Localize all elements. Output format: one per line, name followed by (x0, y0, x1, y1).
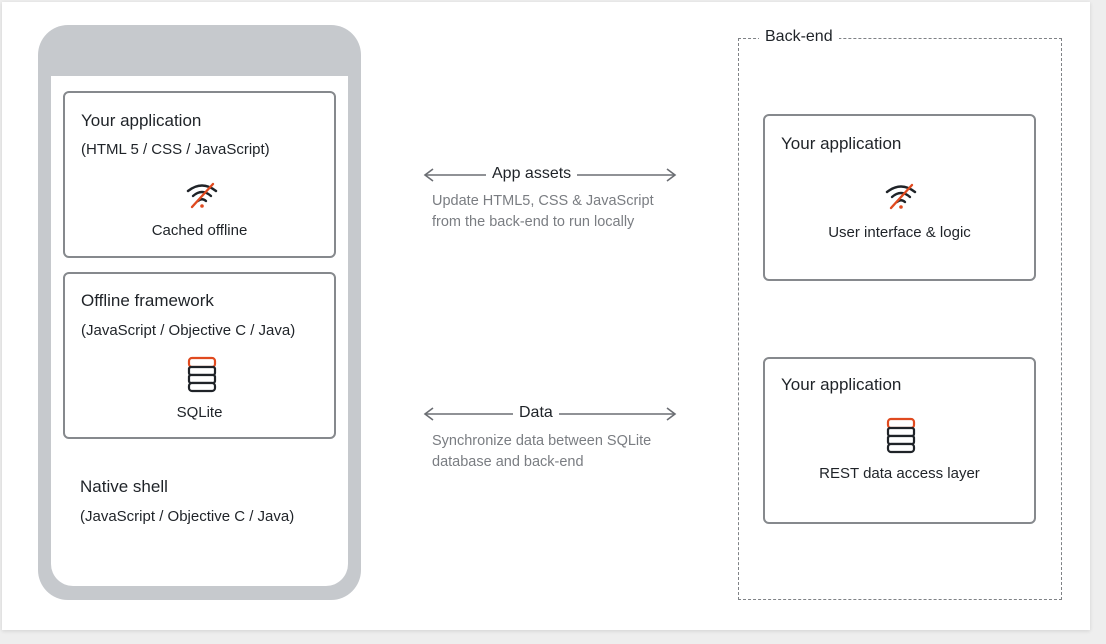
backend-ui-card-caption: User interface & logic (828, 224, 971, 241)
data-description: Synchronize data between SQLite database… (432, 431, 712, 473)
wifi-off-icon (884, 182, 918, 215)
assets-desc-line1: Update HTML5, CSS & JavaScript (432, 193, 654, 209)
app-card: Your application (HTML 5 / CSS / JavaScr… (63, 91, 336, 258)
framework-card-title: Offline framework (81, 291, 214, 310)
framework-card-caption: SQLite (176, 404, 223, 421)
assets-arrow-label: App assets (486, 165, 578, 183)
backend-ui-card: Your application User interface & logic (763, 114, 1036, 281)
assets-description: Update HTML5, CSS & JavaScript from the … (432, 191, 712, 233)
backend-boundary (738, 38, 1062, 600)
app-card-title: Your application (81, 111, 202, 130)
assets-desc-line2: from the back-end to run locally (432, 214, 635, 230)
framework-card-subtitle: (JavaScript / Objective C / Java) (81, 322, 296, 339)
data-desc-line2: database and back-end (432, 454, 584, 470)
native-shell-subtitle: (JavaScript / Objective C / Java) (80, 508, 295, 525)
app-card-caption: Cached offline (151, 222, 248, 239)
native-shell-title: Native shell (80, 477, 168, 496)
backend-rest-card: Your application REST data access layer (763, 357, 1036, 524)
backend-ui-card-title: Your application (781, 134, 902, 153)
wifi-off-icon (185, 181, 219, 214)
app-card-subtitle: (HTML 5 / CSS / JavaScript) (81, 141, 270, 158)
backend-rest-card-caption: REST data access layer (819, 465, 980, 482)
diagram-canvas: Your application (HTML 5 / CSS / JavaScr… (2, 2, 1090, 630)
backend-rest-card-title: Your application (781, 375, 902, 394)
framework-card: Offline framework (JavaScript / Objectiv… (63, 272, 336, 439)
data-arrow-label: Data (513, 404, 559, 422)
database-icon (886, 417, 916, 460)
data-desc-line1: Synchronize data between SQLite (432, 433, 652, 449)
backend-label: Back-end (759, 28, 839, 46)
database-icon (187, 356, 217, 399)
